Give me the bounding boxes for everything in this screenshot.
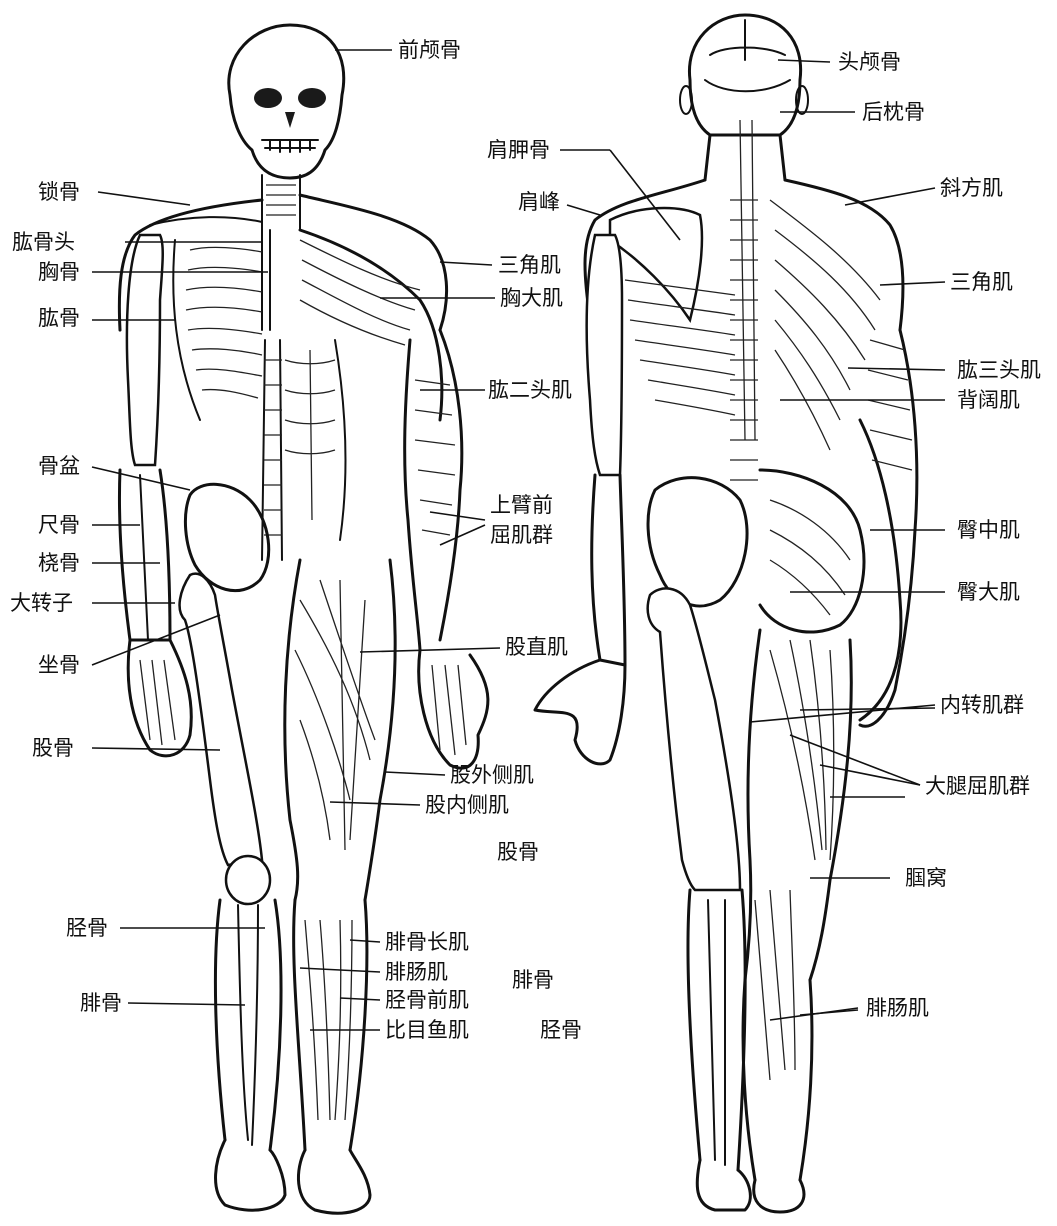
label-pectoralis-major: 胸大肌: [500, 288, 563, 309]
label-cranium: 头颅骨: [838, 52, 901, 73]
label-frontal-bone: 前颅骨: [398, 40, 461, 61]
label-pelvis: 骨盆: [38, 456, 80, 477]
label-hamstrings: 大腿屈肌群: [925, 776, 1030, 797]
label-deltoid-front: 三角肌: [498, 255, 561, 276]
label-scapula: 肩胛骨: [487, 140, 550, 161]
label-biceps: 肱二头肌: [488, 380, 572, 401]
label-radius: 桡骨: [38, 553, 80, 574]
label-greater-trochanter: 大转子: [10, 593, 73, 614]
label-adductors: 内转肌群: [940, 695, 1024, 716]
label-sternum: 胸骨: [38, 262, 80, 283]
label-popliteal-fossa: 腘窝: [905, 868, 947, 889]
label-tibialis-anterior: 胫骨前肌: [385, 990, 469, 1011]
label-rectus-femoris: 股直肌: [505, 637, 568, 658]
label-humeral-head: 肱骨头: [12, 232, 75, 253]
label-ischium: 坐骨: [38, 655, 80, 676]
label-triceps: 肱三头肌: [957, 360, 1041, 381]
label-gastrocnemius-front: 腓肠肌: [385, 962, 448, 983]
label-occipital: 后枕骨: [862, 102, 925, 123]
label-vastus-medialis: 股内侧肌: [425, 795, 509, 816]
label-clavicle: 锁骨: [38, 182, 80, 203]
label-latissimus: 背阔肌: [957, 390, 1020, 411]
label-forearm-flexors-1: 上臂前: [490, 495, 553, 516]
label-trapezius: 斜方肌: [940, 178, 1003, 199]
label-femur-right: 股骨: [497, 842, 539, 863]
label-gluteus-maximus: 臀大肌: [957, 582, 1020, 603]
back-figure: [535, 15, 917, 1212]
label-tibia-right: 胫骨: [540, 1020, 582, 1041]
label-soleus: 比目鱼肌: [385, 1020, 469, 1041]
label-humerus: 肱骨: [38, 308, 80, 329]
label-deltoid-back: 三角肌: [950, 272, 1013, 293]
label-ulna: 尺骨: [38, 515, 80, 536]
label-vastus-lateralis: 股外侧肌: [450, 765, 534, 786]
label-fibula-left: 腓骨: [80, 993, 122, 1014]
label-acromion: 肩峰: [518, 192, 560, 213]
label-tibia-left: 胫骨: [66, 918, 108, 939]
label-gluteus-medius: 臀中肌: [957, 520, 1020, 541]
label-forearm-flexors-2: 屈肌群: [490, 525, 553, 546]
label-peroneus-longus: 腓骨长肌: [385, 932, 469, 953]
label-femur-left: 股骨: [32, 738, 74, 759]
label-fibula-right: 腓骨: [512, 970, 554, 991]
label-gastrocnemius-back: 腓肠肌: [866, 998, 929, 1019]
